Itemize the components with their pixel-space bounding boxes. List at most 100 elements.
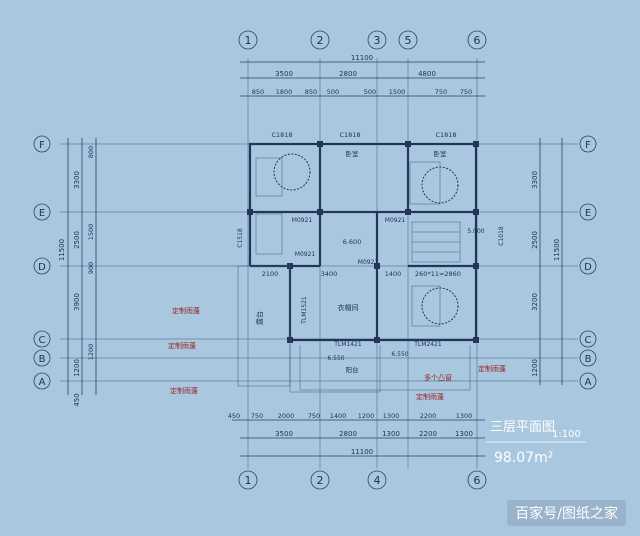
axis-label-C: C xyxy=(39,335,46,346)
title-block: 三层平面图 1:100 98.07m² xyxy=(486,420,586,466)
floor-area: 98.07m² xyxy=(494,450,553,466)
right-dimensions: 3300 2500 3200 1200 11500 xyxy=(531,138,563,385)
axis-bubble-2 xyxy=(310,30,330,50)
dim-right-3: 1200 xyxy=(531,359,539,377)
axis-bubble-6 xyxy=(467,30,487,50)
label-bedroom-2: 卧室 xyxy=(434,149,448,158)
dim-top2-2: 850 xyxy=(305,88,317,96)
dim-left-1: 2500 xyxy=(73,231,81,249)
axis-label-C-right: C xyxy=(585,335,592,346)
dim-top2-1: 1800 xyxy=(276,88,293,96)
label-tlm1421: TLM1421 xyxy=(333,341,362,348)
dim-right-total: 11500 xyxy=(553,239,561,261)
axis-label-5: 5 xyxy=(405,34,412,47)
axis-label-D: D xyxy=(38,262,46,273)
axis-label-A-right: A xyxy=(585,377,592,388)
dim-bot2-4: 1300 xyxy=(455,430,473,438)
dim-top2-7: 750 xyxy=(460,88,472,96)
label-level-6550-b: 6.550 xyxy=(391,351,408,358)
dim-left2-0: 800 xyxy=(87,146,95,158)
dim-bot1-0: 450 xyxy=(228,412,240,420)
label-bedroom-1: 卧室 xyxy=(346,149,360,158)
dim-bot1-1: 750 xyxy=(251,412,263,420)
top-dimensions: 11100 3500 2800 4800 850 1800 850 500 50… xyxy=(240,54,485,97)
dim-left2-1: 1500 xyxy=(87,224,95,241)
label-tlm2421: TLM2421 xyxy=(413,341,442,348)
dim-bot1-5: 1200 xyxy=(358,412,375,420)
axis-label-6-bottom: 6 xyxy=(474,474,481,487)
label-level-6600: 6.600 xyxy=(343,238,362,246)
label-c1818-a: C1818 xyxy=(271,131,292,139)
label-stair-dim: 260*11=2860 xyxy=(415,270,461,278)
label-c1018: C1018 xyxy=(498,226,505,246)
label-tlm1521: TLM1521 xyxy=(301,296,308,325)
note-canopy-2: 定制雨蓬 xyxy=(168,341,196,350)
axis-bubble-6-bottom xyxy=(467,470,487,490)
axis-bubble-1 xyxy=(238,30,258,50)
right-axis-bubbles: F E D C B A xyxy=(579,135,597,390)
axis-label-1-bottom: 1 xyxy=(245,474,252,487)
axis-label-E-right: E xyxy=(585,208,591,219)
axis-bubble-5 xyxy=(398,30,418,50)
label-c1518: C1518 xyxy=(237,228,244,248)
dim-top2-3: 500 xyxy=(327,88,339,96)
label-c1818-c: C1818 xyxy=(435,131,456,139)
axis-label-1: 1 xyxy=(245,34,252,47)
axis-label-F: F xyxy=(39,140,45,151)
axis-label-F-right: F xyxy=(585,140,591,151)
note-canopy-5: 定制雨蓬 xyxy=(416,392,444,401)
axis-label-B: B xyxy=(39,354,46,365)
left-dimensions: 11500 3300 2500 3900 1200 450 800 1500 9… xyxy=(58,138,97,407)
dim-bot2-3: 2200 xyxy=(419,430,437,438)
note-canopy-3: 定制雨蓬 xyxy=(170,386,198,395)
red-notes: 定制雨蓬 定制雨蓬 定制雨蓬 定制雨蓬 定制雨蓬 多个凸窗 xyxy=(168,306,506,401)
dim-bot1-2: 2000 xyxy=(278,412,295,420)
label-m0921-c: M0921 xyxy=(295,251,316,258)
dim-left2-2: 900 xyxy=(87,262,95,274)
dim-left-3: 1200 xyxy=(73,359,81,377)
note-canopy-1: 定制雨蓬 xyxy=(172,306,200,315)
label-cloakroom: 衣帽间 xyxy=(338,303,359,312)
note-bay-window: 多个凸窗 xyxy=(424,373,452,382)
terrace-outline xyxy=(237,265,471,393)
label-level-6550-a: 6.550 xyxy=(327,355,344,362)
dim-top-2800: 2800 xyxy=(339,70,357,78)
dim-bot1-6: 1300 xyxy=(383,412,400,420)
dim-top2-5: 1500 xyxy=(389,88,406,96)
dim-bot1-7: 2200 xyxy=(420,412,437,420)
dim-left-0: 3300 xyxy=(73,171,81,189)
dim-bot1-4: 1400 xyxy=(330,412,347,420)
dim-left-2: 3900 xyxy=(73,293,81,311)
axis-bubble-3 xyxy=(367,30,387,50)
plan-labels: C1818 C1818 C1818 卧室 卧室 M0921 M0921 C151… xyxy=(237,131,505,374)
dim-right-0: 3300 xyxy=(531,171,539,189)
label-c1818-b: C1818 xyxy=(339,131,360,139)
axis-label-B-right: B xyxy=(585,354,592,365)
dim-bot2-2: 1300 xyxy=(382,430,400,438)
label-terrace: 露台 xyxy=(255,311,264,325)
axis-bubble-4-bottom xyxy=(367,470,387,490)
note-canopy-4: 定制雨蓬 xyxy=(478,364,506,373)
label-dim-2100: 2100 xyxy=(262,270,279,278)
label-level-5000: 5.000 xyxy=(467,228,484,235)
axis-label-2-bottom: 2 xyxy=(317,474,324,487)
left-axis-bubbles: F E D C B A xyxy=(33,135,51,390)
dim-right-1: 2500 xyxy=(531,231,539,249)
label-dim-3400: 3400 xyxy=(321,270,338,278)
bottom-axis-bubbles: 1 2 4 6 xyxy=(238,470,487,490)
axis-label-4-bottom: 4 xyxy=(374,474,381,487)
watermark: 百家号/图纸之家 xyxy=(507,500,626,526)
furniture xyxy=(255,157,441,327)
top-axis-bubbles: 1 2 3 5 6 xyxy=(238,30,487,50)
axis-label-D-right: D xyxy=(584,262,592,273)
dim-top2-4: 500 xyxy=(364,88,376,96)
drawing-title: 三层平面图 xyxy=(490,420,555,435)
drawing-scale: 1:100 xyxy=(552,429,581,440)
label-m0921-a: M0921 xyxy=(292,217,313,224)
label-balcony: 阳台 xyxy=(346,365,359,374)
label-m0921-d: M0921 xyxy=(358,259,379,266)
bottom-dimensions: 450 750 2000 750 1400 1200 1300 2200 130… xyxy=(228,412,485,457)
dim-right-2: 3200 xyxy=(531,293,539,311)
dim-bot2-0: 3500 xyxy=(275,430,293,438)
